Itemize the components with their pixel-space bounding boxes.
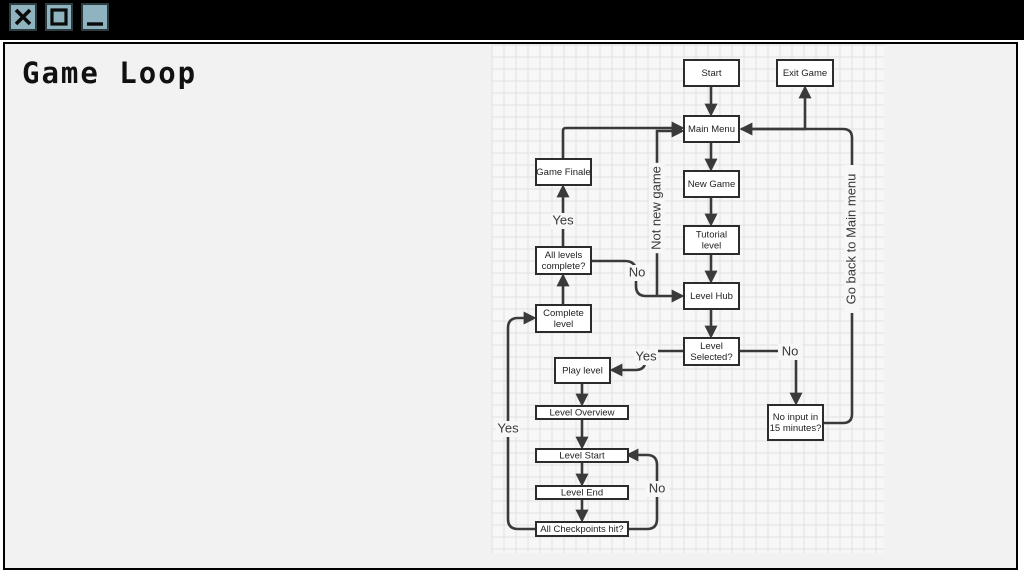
edge-label-selected-no: No <box>782 343 799 358</box>
node-label: Level End <box>561 488 603 499</box>
node-label: Play level <box>562 366 603 377</box>
node-label: All levels <box>545 250 583 261</box>
node-label: Complete <box>543 308 584 319</box>
maximize-icon <box>50 8 68 26</box>
node-box <box>535 304 592 333</box>
edge-label-selected-yes: Yes <box>635 348 657 363</box>
node-level-hub: Level Hub <box>683 282 740 310</box>
edge-label-background <box>645 481 669 497</box>
minimize-button[interactable] <box>81 3 109 31</box>
node-label: New Game <box>688 179 736 190</box>
edge-label-checkpoints-no: No <box>649 480 666 495</box>
node-label: Start <box>701 68 721 79</box>
node-box <box>776 59 834 87</box>
edge-label-background <box>844 165 860 313</box>
close-icon <box>14 8 32 26</box>
node-box <box>683 337 740 366</box>
node-label: level <box>554 319 574 330</box>
node-box <box>535 405 629 420</box>
node-label: Game Finale <box>536 167 590 178</box>
node-label: level <box>702 241 722 252</box>
node-box <box>535 448 629 463</box>
edge-label-background <box>496 421 520 437</box>
edge-label-checkpoints-yes: Yes <box>497 420 519 435</box>
node-box <box>535 485 629 500</box>
edge-label-not-new-game: Not new game <box>648 166 663 250</box>
node-play-level: Play level <box>554 357 611 384</box>
node-level-end: Level End <box>535 485 629 500</box>
node-label: Main Menu <box>688 124 735 135</box>
node-exit-game: Exit Game <box>776 59 834 87</box>
node-box <box>767 404 824 441</box>
node-label: All Checkpoints hit? <box>540 524 623 535</box>
edge-label-background <box>649 162 665 254</box>
maximize-button[interactable] <box>45 3 73 31</box>
node-label: Selected? <box>690 352 732 363</box>
node-box <box>535 246 592 275</box>
page-title: Game Loop <box>22 56 198 90</box>
node-level-start: Level Start <box>535 448 629 463</box>
node-label: Level Overview <box>550 408 615 419</box>
edge-label-levels-no: No <box>629 264 646 279</box>
edge-label-finale-yes: Yes <box>552 212 574 227</box>
node-label: complete? <box>542 261 586 272</box>
node-start: Start <box>683 59 740 87</box>
node-box <box>535 158 592 186</box>
node-level-overview: Level Overview <box>535 405 629 420</box>
edge-label-back-to-menu: Go back to Main menu <box>843 174 858 305</box>
minimize-icon <box>87 22 103 26</box>
node-box <box>683 170 740 198</box>
edge-label-background <box>625 265 649 281</box>
node-box <box>683 115 740 143</box>
edge-label-background <box>551 213 575 229</box>
node-box <box>535 521 629 537</box>
node-label: 15 minutes? <box>770 423 822 434</box>
edge-label-background <box>778 344 802 360</box>
node-label: Level Start <box>559 451 605 462</box>
node-label: Level <box>700 341 723 352</box>
close-button[interactable] <box>9 3 37 31</box>
node-label: No input in <box>773 412 818 423</box>
node-label: Level Hub <box>690 291 733 302</box>
node-all-checkpoints-hit: All Checkpoints hit? <box>535 521 629 537</box>
edge-finale-to-main-menu <box>561 121 685 159</box>
node-game-finale: Game Finale <box>535 158 592 186</box>
edge-label-background <box>634 349 658 365</box>
node-new-game: New Game <box>683 170 740 198</box>
window-titlebar <box>0 0 1024 40</box>
node-box <box>554 357 611 384</box>
node-box <box>683 59 740 87</box>
node-main-menu: Main Menu <box>683 115 740 143</box>
node-box <box>683 282 740 310</box>
node-box <box>683 225 740 255</box>
node-label: Exit Game <box>783 68 827 79</box>
node-label: Tutorial <box>696 230 727 241</box>
